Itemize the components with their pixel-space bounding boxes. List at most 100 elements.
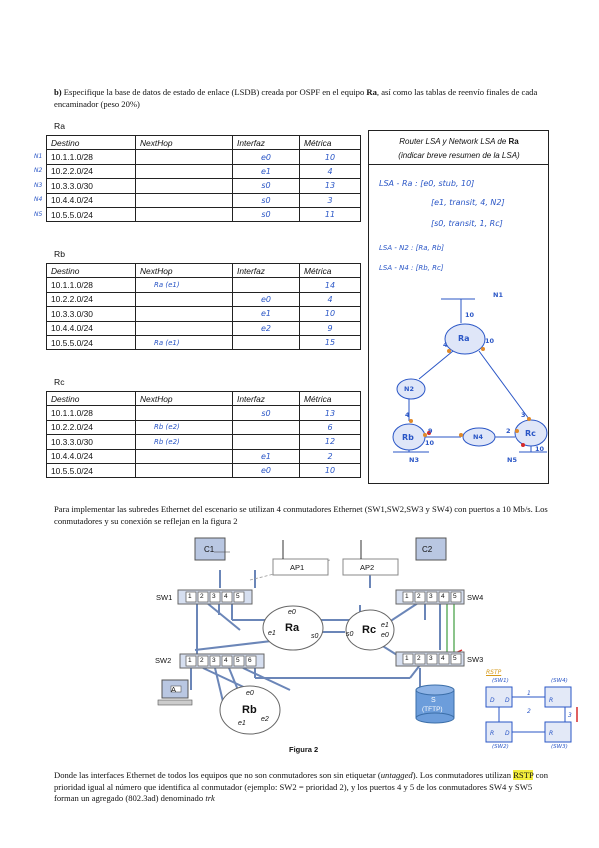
port-number: 5: [236, 657, 240, 664]
port-number: 4: [441, 593, 445, 600]
table-title-ra: Ra: [54, 121, 65, 131]
port-number: 4: [441, 655, 445, 662]
rstp-sw1: (SW1): [492, 678, 509, 684]
port-number: 3: [212, 593, 216, 600]
row-note: N5: [34, 210, 43, 218]
cost-ra-top: 10: [465, 311, 475, 319]
pc-icons: [161, 537, 447, 699]
rstp-sw4: (SW4): [551, 678, 568, 684]
tftp-server: [415, 684, 455, 724]
cell-dest: 10.5.5.0/24: [46, 206, 136, 223]
pc-c1-label: C1: [204, 545, 215, 554]
node-n3: N3: [409, 456, 419, 464]
port-number: 3: [212, 657, 216, 664]
port-number: 4: [224, 657, 228, 664]
ra-s0-label: s0: [311, 633, 319, 640]
lsa-ra-line: LSA - Ra : [e0, stub, 10]: [379, 179, 475, 188]
rstp-n3: 3: [568, 712, 572, 719]
pc-a-label: A: [171, 685, 177, 694]
port-number: 2: [417, 655, 421, 662]
row-note: N4: [34, 196, 43, 204]
port-number: 2: [200, 657, 204, 664]
rb-e0-label: e0: [246, 690, 254, 697]
cost-rc-n5: 10: [535, 445, 545, 453]
intro-router: Ra: [366, 87, 377, 97]
port-number: 5: [453, 655, 457, 662]
ra-e0-label: e0: [288, 609, 296, 616]
pc-c2-label: C2: [422, 545, 433, 554]
cost-rb-n3: 10: [425, 439, 435, 447]
switch-ports: [185, 591, 462, 667]
port-number: 3: [429, 655, 433, 662]
cell-metric: 10: [299, 462, 361, 479]
table-title-rb: Rb: [54, 249, 65, 259]
server-sub-label: (TFTP): [422, 706, 443, 713]
lsa-box-title: Router LSA y Network LSA de Ra: [399, 137, 519, 146]
rstp-r2: R: [490, 730, 495, 737]
cell-dest: 10.5.5.0/24: [46, 334, 136, 351]
rstp-r1: D: [490, 697, 495, 704]
node-n4: N4: [473, 433, 483, 441]
port-number: 2: [200, 593, 204, 600]
node-n1: N1: [493, 291, 503, 299]
node-ra: Ra: [458, 334, 470, 343]
port-number: 5: [453, 593, 457, 600]
ra-e1-label: e1: [268, 630, 276, 637]
cell-metric: 11: [299, 206, 361, 223]
port-number: 5: [236, 593, 240, 600]
port-number: 1: [405, 593, 409, 600]
rstp-d1: D: [505, 697, 510, 704]
cost-rc-n4: 2: [506, 427, 511, 435]
sw1-label: SW1: [156, 593, 173, 602]
router-rc-label: Rc: [362, 624, 377, 636]
rstp-d2: D: [505, 730, 510, 737]
sw2-label: SW2: [155, 656, 172, 665]
node-rc: Rc: [525, 429, 536, 438]
paragraph-switches: Para implementar las subredes Ethernet d…: [54, 504, 548, 526]
rstp-r4: R: [549, 697, 554, 704]
row-note: N3: [34, 181, 43, 189]
rstp-sketch: [485, 686, 572, 743]
cost-rb-n4: 9: [428, 427, 433, 435]
rc-s0-label: s0: [346, 631, 354, 638]
rstp-n1: 1: [527, 690, 531, 697]
sw3-label: SW3: [467, 655, 484, 664]
cost-rc-ra: 3: [521, 411, 526, 419]
port-number: 4: [224, 593, 228, 600]
port-number: 1: [188, 657, 192, 664]
server-label: S: [431, 697, 436, 704]
ap2-label: AP2: [360, 563, 375, 572]
row-note: N1: [34, 153, 43, 160]
item-letter: b): [54, 87, 62, 97]
lsa-ra-line2: [e1, transit, 4, N2]: [431, 198, 505, 207]
ap1-label: AP1: [290, 563, 305, 572]
lsa-box: Router LSA y Network LSA de Ra (indicar …: [368, 130, 549, 484]
router-ra-label: Ra: [285, 622, 300, 634]
port-number: 6: [248, 657, 252, 664]
cell-iface: s0: [232, 206, 300, 223]
lsa-box-subtitle: (indicar breve resumen de la LSA): [398, 151, 520, 160]
row-note: N2: [34, 167, 43, 175]
intro-text-1: Especifique la base de datos de estado d…: [61, 87, 367, 97]
port-number: 3: [429, 593, 433, 600]
cost-rb-n2: 4: [405, 411, 410, 419]
topology-sketch: [392, 298, 548, 453]
table-title-rc: Rc: [54, 377, 65, 387]
rc-e1-label: e1: [381, 622, 389, 629]
router-rb-label: Rb: [242, 704, 257, 716]
lsa-ra-line3: [s0, transit, 1, Rc]: [431, 219, 503, 228]
intro-text-2: , así como las tablas de reenvío finales…: [54, 87, 538, 109]
rstp-sketch-title: RSTP: [486, 669, 502, 676]
port-number: 2: [417, 593, 421, 600]
cell-metric: 15: [299, 334, 361, 351]
node-n2: N2: [404, 385, 414, 393]
rb-e2-label: e2: [261, 716, 269, 723]
port-number: 1: [405, 655, 409, 662]
